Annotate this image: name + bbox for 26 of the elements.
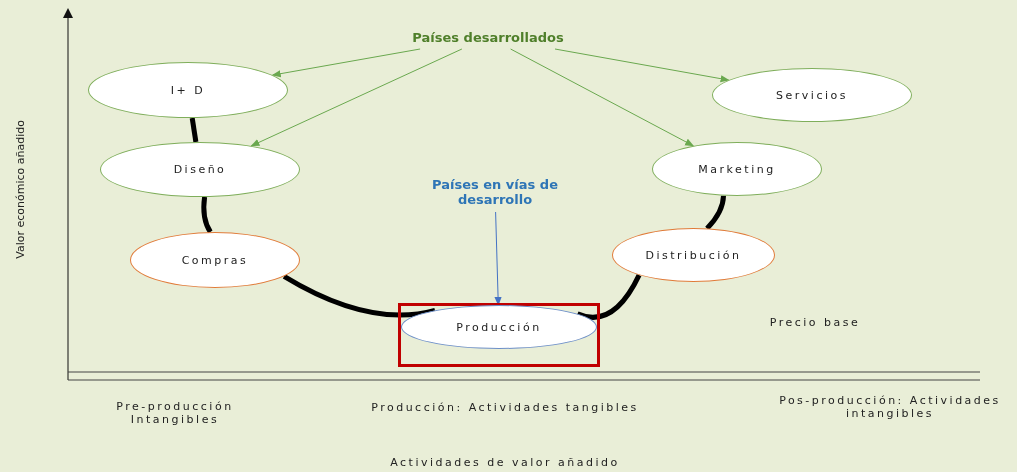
highlight-frame <box>398 303 600 367</box>
axis-category-label: Pre-producción Intangibles <box>115 400 235 426</box>
ellipse-node: Servicios <box>712 68 912 122</box>
ellipse-node: Diseño <box>100 142 300 197</box>
label-text: Países desarrollados <box>400 27 576 47</box>
arrow <box>250 48 463 147</box>
curve-line <box>576 273 642 320</box>
axis-category-label: Producción: Actividades tangibles <box>370 401 640 414</box>
ellipse-node: Producción <box>401 305 597 349</box>
axis-category-label: Pos-producción: Actividades intangibles <box>778 394 1002 420</box>
axis-label: Actividades de valor añadido <box>389 456 621 469</box>
arrow <box>271 48 421 78</box>
ellipse-node: Distribución <box>612 228 775 282</box>
curve-line <box>201 196 213 234</box>
ellipse-node: Marketing <box>652 142 822 196</box>
ellipse-node: I+ D <box>88 62 288 118</box>
curve-line <box>705 195 726 231</box>
curve-line <box>189 117 199 143</box>
curve-line <box>282 274 436 318</box>
arrow <box>510 48 695 147</box>
arrow <box>494 211 502 306</box>
label-text: Precio base <box>768 316 862 329</box>
ellipse-node: Compras <box>130 232 300 288</box>
axis-label: Valor económico añadido <box>14 120 27 259</box>
arrow <box>554 48 730 83</box>
label-text: Países en vías de desarrollo <box>432 174 558 210</box>
